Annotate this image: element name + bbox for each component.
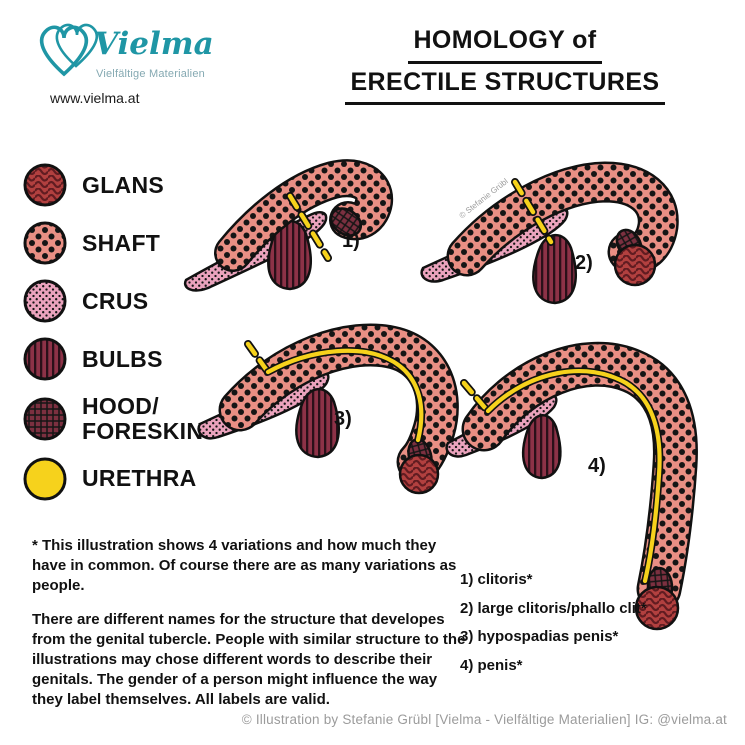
variation-item-2: 2) large clitoris/phallo clit* bbox=[460, 599, 647, 617]
legend-label-urethra: URETHRA bbox=[82, 465, 197, 492]
variations-list: 1) clitoris* 2) large clitoris/phallo cl… bbox=[460, 566, 647, 680]
legend-row-bulbs: BULBS bbox=[22, 336, 203, 382]
glans-swatch-icon bbox=[23, 163, 67, 207]
variation-item-4: 4) penis* bbox=[460, 656, 523, 674]
vielma-logo-hearts-icon bbox=[39, 23, 99, 77]
fig3-glans-shape bbox=[398, 453, 440, 495]
fig3-urethra-line bbox=[265, 348, 424, 443]
legend-label-glans: GLANS bbox=[82, 171, 164, 198]
page-title-line2: ERECTILE STRUCTURES bbox=[345, 64, 665, 105]
legend-label-shaft: SHAFT bbox=[82, 229, 161, 256]
legend-label-hood-line1: HOOD/ bbox=[82, 393, 159, 419]
figure-4-illustration bbox=[445, 341, 698, 631]
notes-paragraph-2: There are different names for the struct… bbox=[32, 611, 466, 708]
variation-item-1: 1) clitoris* bbox=[460, 571, 533, 588]
figure-3-number: 3) bbox=[334, 408, 352, 430]
fig4-urethra-dashed-line-fill bbox=[461, 380, 489, 412]
figure-4-number: 4) bbox=[588, 455, 606, 477]
fig1-urethra-line bbox=[287, 193, 331, 261]
figure-2-number: 2) bbox=[575, 252, 593, 274]
footer-credit: © Illustration by Stefanie Grübl [Vielma… bbox=[241, 712, 727, 727]
legend: GLANS SHAFT CRUS BULBS HOOD/ FORESKIN bbox=[22, 162, 203, 502]
brand-url: www.vielma.at bbox=[50, 90, 140, 106]
brand-block: Vielma Vielfältige Materialien www.vielm… bbox=[18, 8, 228, 116]
fig2-glans-shape bbox=[613, 243, 657, 287]
legend-row-hood: HOOD/ FORESKIN bbox=[22, 394, 203, 444]
crus-swatch-icon bbox=[23, 279, 67, 323]
legend-label-hood: HOOD/ FORESKIN bbox=[82, 394, 203, 444]
fig2-bulb-shape bbox=[532, 233, 577, 305]
fig4-glans-shape bbox=[634, 585, 680, 631]
urethra-swatch-icon bbox=[23, 457, 67, 501]
legend-row-shaft: SHAFT bbox=[22, 220, 203, 266]
brand-name: Vielma bbox=[94, 26, 214, 62]
page-title-line1: HOMOLOGY of bbox=[408, 22, 602, 64]
legend-row-urethra: URETHRA bbox=[22, 456, 203, 502]
notes-paragraph-1: * This illustration shows 4 variations a… bbox=[32, 537, 457, 594]
figure-2-illustration bbox=[420, 161, 679, 305]
fig1-hood-shape bbox=[329, 207, 363, 237]
figure-1-illustration bbox=[183, 159, 394, 292]
legend-row-crus: CRUS bbox=[22, 278, 203, 324]
variation-item-3: 3) hypospadias penis* bbox=[460, 628, 619, 645]
fig1-shaft-shape bbox=[216, 161, 391, 270]
fig4-urethra-line bbox=[485, 369, 662, 584]
figure-3-illustration bbox=[197, 323, 459, 495]
page-title: HOMOLOGY of ERECTILE STRUCTURES bbox=[310, 22, 700, 105]
shaft-swatch-icon bbox=[23, 221, 67, 265]
hood-swatch-icon bbox=[23, 397, 67, 441]
fig4-bulb-shape bbox=[521, 414, 562, 480]
legend-label-crus: CRUS bbox=[82, 287, 149, 314]
figure-1-number: 1) bbox=[342, 230, 360, 252]
fig2-urethra-line bbox=[512, 179, 554, 245]
notes-block: * This illustration shows 4 variations a… bbox=[32, 536, 466, 709]
fig3-bulb-shape bbox=[295, 387, 340, 459]
fig3-shaft-shape bbox=[221, 326, 457, 481]
legend-label-hood-line2: FORESKIN bbox=[82, 417, 204, 444]
bulbs-swatch-icon bbox=[23, 337, 67, 381]
legend-row-glans: GLANS bbox=[22, 162, 203, 208]
fig2-shaft-shape bbox=[449, 163, 677, 274]
brand-tagline: Vielfältige Materialien bbox=[96, 68, 205, 80]
fig3-urethra-dashed-line-fill bbox=[245, 341, 271, 375]
legend-label-bulbs: BULBS bbox=[82, 345, 163, 372]
